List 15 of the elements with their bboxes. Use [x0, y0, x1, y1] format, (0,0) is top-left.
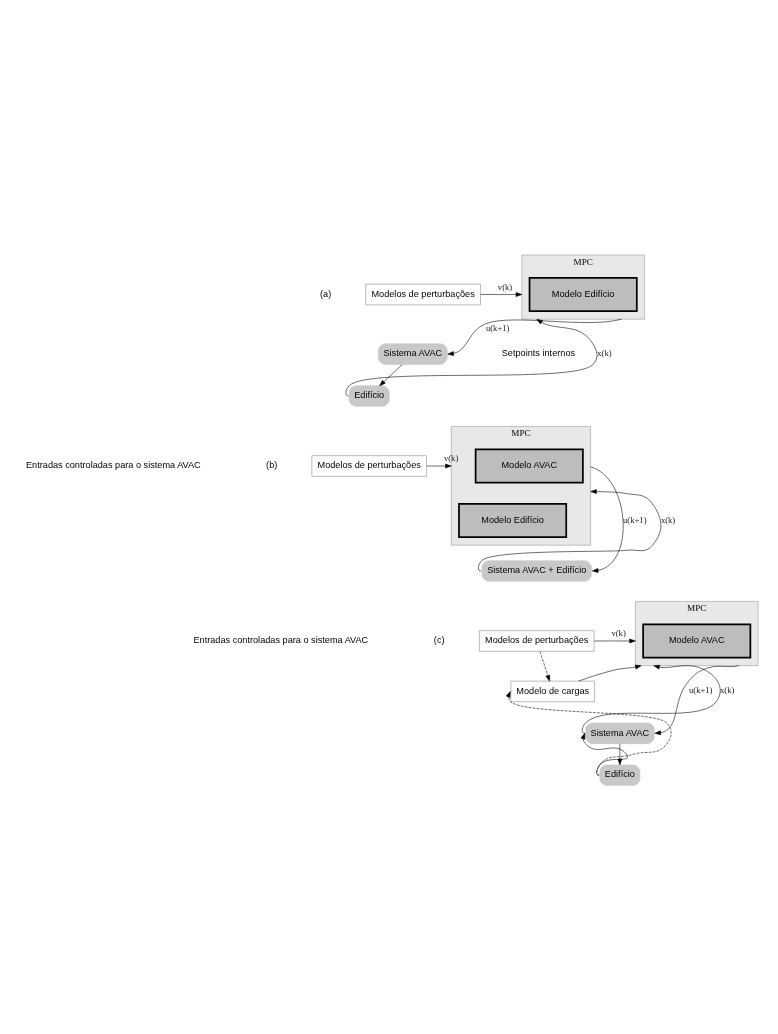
label: Entradas controladas para o sistema AVAC — [193, 634, 369, 645]
label: (c) — [433, 634, 445, 645]
label: Entradas controladas para o sistema AVAC — [26, 459, 201, 470]
edge-label: v(k) — [611, 627, 626, 638]
edge-label: v(k) — [443, 452, 459, 463]
label: Setpoints internos — [501, 347, 576, 358]
edge-label: u(k+1) — [623, 514, 647, 525]
edge-label: u(k+1) — [689, 684, 713, 695]
edge-label: x(k) — [719, 684, 735, 695]
edge-label: u(k+1) — [485, 322, 510, 333]
edge-label: x(k) — [597, 347, 612, 358]
edge-label: v(k) — [497, 281, 513, 292]
label: (a) — [320, 288, 332, 299]
label: (b) — [266, 459, 278, 470]
edge-label: x(k) — [660, 514, 676, 525]
